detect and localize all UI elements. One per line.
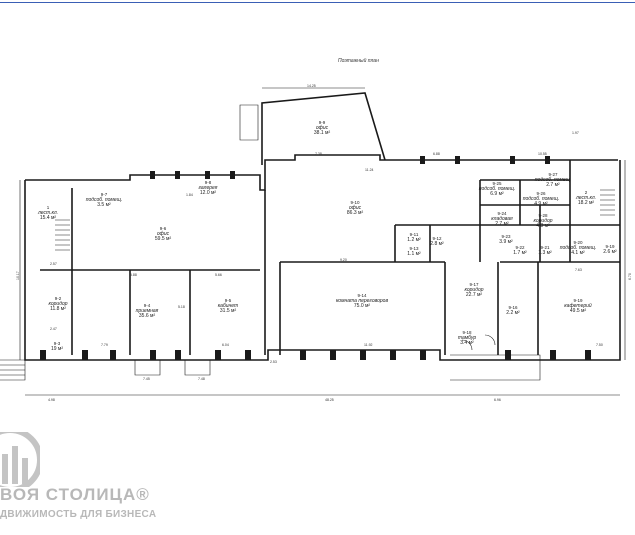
stairs-right [600, 189, 615, 216]
door-arcs [461, 334, 496, 351]
dimension-label: 2.57 [50, 262, 57, 266]
dimension-label: 2.53 [270, 360, 277, 364]
sheet-top-border [0, 2, 635, 3]
stairs-left [55, 219, 70, 251]
dimension-label: 7.63 [575, 268, 582, 272]
dimension-label: 1.97 [572, 131, 579, 135]
dimension-label: 2.47 [50, 327, 57, 331]
dimension-label: 4.98 [48, 398, 55, 402]
dimension-label: 6.70 [628, 273, 632, 280]
ofis-9-wall [261, 92, 386, 165]
entrance-steps [0, 359, 26, 381]
balcony [239, 104, 259, 141]
watermark-tagline: ДВИЖИМОСТЬ ДЛЯ БИЗНЕСА [0, 509, 157, 520]
plan-title: Поэтажный план [338, 58, 379, 64]
top-wall [25, 154, 618, 191]
dimension-label: 5.66 [215, 273, 222, 277]
dimension-label: 6.96 [494, 398, 501, 402]
ramp [450, 354, 541, 381]
dimension-label: 9.20 [340, 258, 347, 262]
dimension-label: 5.18 [178, 305, 185, 309]
dimension-label: 1.84 [186, 193, 193, 197]
dimension-label: 48.25 [325, 398, 334, 402]
porch-steps [134, 360, 211, 376]
service-rooms [395, 179, 620, 262]
dimension-label: 10.55 [538, 152, 547, 156]
dimension-label: 7.38 [315, 152, 322, 156]
dimension-lines [19, 87, 626, 396]
dimension-label: 6.04 [222, 343, 229, 347]
dimension-label: 7.45 [143, 377, 150, 381]
dimension-label: 7.79 [101, 343, 108, 347]
inner-walls [71, 160, 571, 355]
dimension-label: 7.50 [596, 343, 603, 347]
dimension-label: 11.92 [364, 343, 373, 347]
brand-logo-icon [0, 432, 40, 487]
watermark-brand: ВОЯ СТОЛИЦА® [0, 485, 150, 504]
dimension-label: 14.25 [307, 84, 316, 88]
dimension-label: 10.17 [16, 271, 20, 280]
dimension-label: 6.88 [433, 152, 440, 156]
dimension-label: 7.48 [198, 377, 205, 381]
corridor-wall [40, 261, 620, 271]
dimension-label: 5.88 [130, 273, 137, 277]
dimension-label: 11.24 [365, 168, 374, 172]
outer-wall-left [24, 160, 621, 361]
